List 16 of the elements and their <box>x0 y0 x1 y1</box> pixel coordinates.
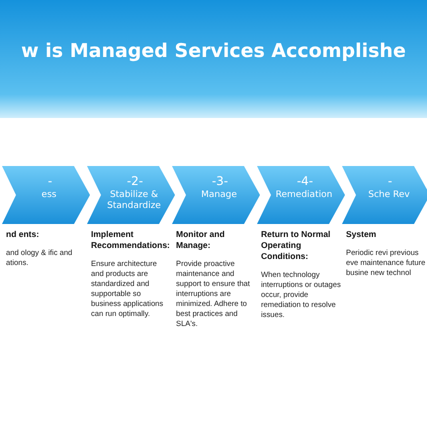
step-heading: Return to Normal Operating Conditions: <box>261 229 332 262</box>
step-heading: Monitor and Manage: <box>176 229 226 251</box>
step-heading: System <box>346 229 378 240</box>
step-heading: nd ents: <box>6 229 40 240</box>
step-number: -4- <box>296 174 314 188</box>
step-heading: Implement Recommendations: <box>91 229 171 251</box>
step-number: - <box>386 174 394 188</box>
step-name: ess <box>40 190 58 201</box>
step-name: Sche Rev <box>367 190 411 201</box>
step-number: -2- <box>126 174 144 188</box>
title: w is Managed Services Accomplishe <box>20 40 407 62</box>
step-name: Manage <box>200 190 238 201</box>
step-number: - <box>46 174 54 188</box>
step-number: -3- <box>210 174 230 188</box>
step-name: Stabilize & Standardize <box>106 190 162 212</box>
step-name: Remediation <box>274 190 334 201</box>
